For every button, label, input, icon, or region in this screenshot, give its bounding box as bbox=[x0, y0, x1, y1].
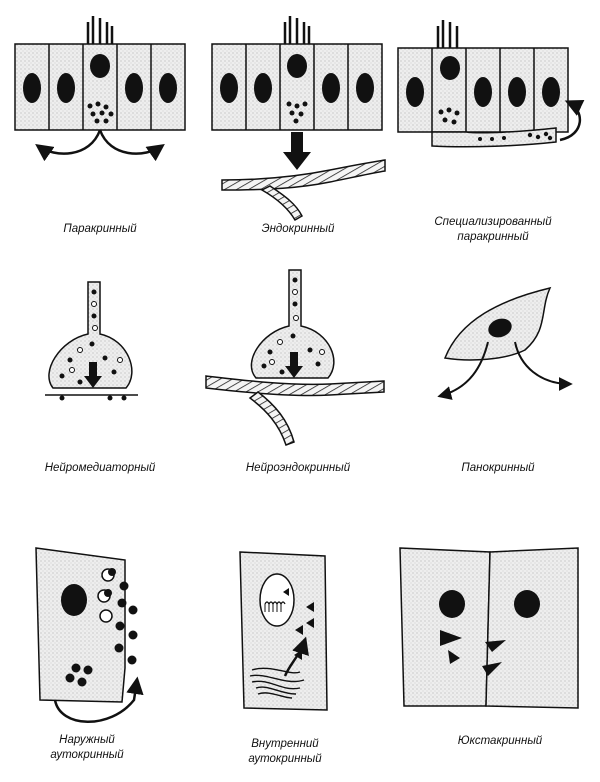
panel-specialized-paracrine bbox=[397, 20, 585, 148]
label-endocrine: Эндокринный bbox=[261, 223, 335, 235]
label-specialized-paracrine-line2: паракринный bbox=[457, 231, 529, 243]
panel-endocrine bbox=[211, 16, 386, 222]
panel-external-autocrine bbox=[35, 547, 144, 723]
label-paracrine: Паракринный bbox=[63, 223, 137, 235]
label-panocrine: Панокринный bbox=[461, 462, 535, 474]
label-neuroendocrine: Нейроэндокринный bbox=[245, 462, 351, 474]
label-specialized-paracrine-line1: Специализированный bbox=[434, 216, 552, 228]
panel-internal-autocrine bbox=[239, 551, 328, 711]
label-internal-autocrine-line2: аутокринный bbox=[248, 753, 322, 765]
label-internal-autocrine-line1: Внутренний bbox=[251, 738, 319, 750]
panel-neuroendocrine bbox=[205, 269, 385, 446]
label-external-autocrine-line1: Наружный bbox=[59, 734, 115, 746]
panel-paracrine bbox=[14, 16, 186, 162]
panel-neurotransmitter bbox=[45, 281, 138, 401]
panel-panocrine bbox=[437, 286, 573, 400]
label-neurotransmitter: Нейромедиаторный bbox=[44, 462, 156, 474]
label-external-autocrine-line2: аутокринный bbox=[50, 749, 124, 761]
label-juxtacrine: Юкстакринный bbox=[457, 735, 543, 747]
panel-juxtacrine bbox=[399, 547, 579, 709]
